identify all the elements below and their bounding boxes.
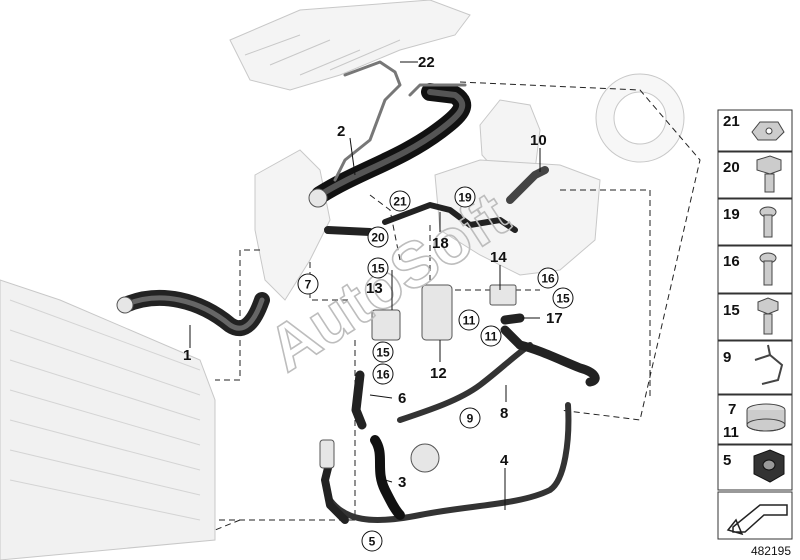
pipe-22 [333, 60, 402, 182]
callout-22: 22 [418, 54, 435, 71]
callout-12: 12 [430, 365, 447, 382]
svg-text:7: 7 [305, 278, 312, 292]
circled-callout-5: 5 [361, 530, 383, 552]
svg-text:9: 9 [723, 349, 731, 366]
engine-components [0, 0, 685, 560]
hose-6 [351, 370, 367, 430]
hose-17 [500, 313, 525, 325]
parts-legend: 21 20 19 16 [717, 109, 793, 540]
bracket-13 [371, 309, 401, 341]
svg-text:20: 20 [371, 231, 385, 245]
plain-callouts: 22 2 10 18 14 13 1 12 17 6 8 4 3 [183, 54, 563, 491]
torx-bolt-icon [759, 252, 777, 286]
t-connector [319, 439, 335, 469]
hose-3 [370, 435, 405, 520]
clip-nut-icon [751, 121, 785, 141]
hose-10 [506, 166, 549, 204]
callout-8: 8 [500, 405, 508, 422]
hex-flange-bolt-icon [756, 155, 782, 193]
callout-4: 4 [500, 452, 509, 469]
circled-callout-21: 21 [389, 190, 411, 212]
legend-item-15: 15 [717, 293, 793, 341]
legend-item-5: 5 [717, 444, 793, 491]
hose-clamp-icon [746, 403, 786, 432]
pipe-18 [382, 202, 518, 233]
svg-text:20: 20 [723, 159, 740, 176]
svg-text:11: 11 [723, 424, 739, 441]
callout-2: 2 [337, 123, 345, 140]
legend-item-16: 16 [717, 245, 793, 294]
legend-item-21: 21 [717, 109, 793, 152]
svg-text:19: 19 [723, 206, 740, 223]
svg-text:15: 15 [371, 262, 385, 276]
svg-text:11: 11 [485, 330, 498, 344]
svg-text:19: 19 [458, 191, 472, 205]
svg-text:16: 16 [723, 253, 740, 270]
svg-text:15: 15 [556, 292, 570, 306]
leader-lines [189, 61, 541, 510]
arrow-symbol-icon [726, 504, 788, 536]
svg-text:9: 9 [467, 412, 474, 426]
callout-6: 6 [398, 390, 406, 407]
svg-text:21: 21 [723, 113, 740, 130]
connector-1 [116, 296, 134, 314]
svg-text:16: 16 [541, 272, 555, 286]
callout-17: 17 [546, 310, 563, 327]
hose-8 [515, 340, 600, 387]
svg-text:11: 11 [463, 314, 476, 328]
legend-item-9: 9 [717, 340, 793, 395]
hose-4 [327, 402, 572, 523]
circled-callout-15-right: 15 [552, 287, 574, 309]
callout-13: 13 [366, 280, 383, 297]
svg-text:16: 16 [376, 368, 390, 382]
svg-text:21: 21 [393, 195, 407, 209]
legend-item-7-11: 7 11 [717, 394, 793, 445]
circled-callout-11-lower: 11 [480, 325, 502, 347]
rubber-grommet-icon [753, 449, 785, 483]
small-parts [116, 188, 517, 473]
svg-text:15: 15 [723, 302, 740, 319]
torx-screw-icon [759, 206, 777, 238]
circled-callout-15-lower: 15 [372, 341, 394, 363]
callout-14: 14 [490, 249, 507, 266]
legend-item-19: 19 [717, 198, 793, 246]
svg-text:5: 5 [369, 535, 376, 549]
bracket-14 [489, 284, 517, 306]
hose-clip-icon [754, 344, 784, 385]
hose-9 [397, 342, 533, 423]
circled-callout-15-upper: 15 [367, 257, 389, 279]
circled-callout-7: 7 [297, 273, 319, 295]
circled-callouts: 21 20 19 7 15 15 16 16 [297, 186, 574, 552]
circled-callout-9: 9 [459, 407, 481, 429]
pump-housing [410, 443, 440, 473]
callout-3: 3 [398, 474, 406, 491]
callout-18: 18 [432, 235, 449, 252]
svg-text:5: 5 [723, 452, 731, 469]
connector-2 [308, 188, 328, 208]
circled-callout-19: 19 [454, 186, 476, 208]
legend-symbol-box [717, 491, 793, 540]
circled-callout-20: 20 [367, 226, 389, 248]
callout-10: 10 [530, 132, 547, 149]
callout-1: 1 [183, 347, 191, 364]
hose-20-section [324, 226, 374, 236]
legend-item-20: 20 [717, 151, 793, 199]
valve-block-12 [421, 284, 453, 341]
document-number: 482195 [751, 544, 791, 558]
hose-5-section [321, 456, 349, 524]
circled-callout-11-upper: 11 [458, 309, 480, 331]
circled-callout-16-right: 16 [537, 267, 559, 289]
circled-callout-16-left: 16 [372, 363, 394, 385]
hex-bolt-icon [757, 297, 779, 335]
hoses [117, 60, 600, 524]
svg-text:7: 7 [728, 401, 736, 418]
svg-text:15: 15 [376, 346, 390, 360]
